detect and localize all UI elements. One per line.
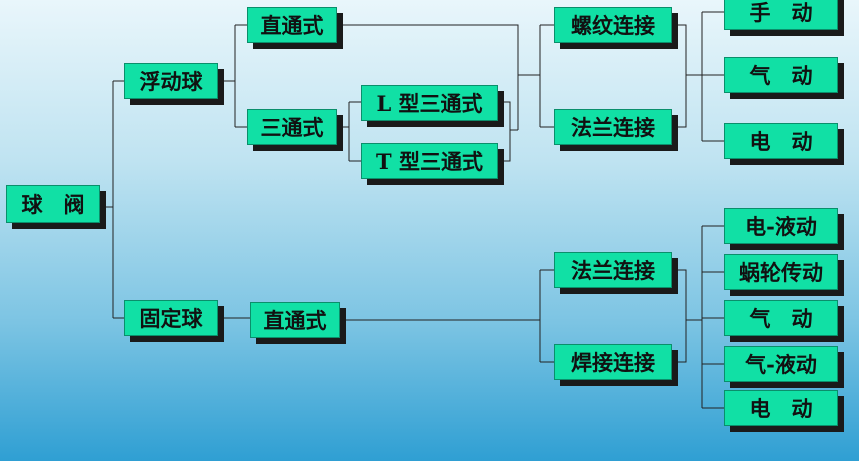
node-three-way: 三通式: [247, 109, 337, 145]
node-pneumo-hydraulic: 气-液动: [724, 346, 838, 382]
node-flange-connection-top: 法兰连接: [554, 109, 672, 145]
connector-act-bottom-in: [672, 269, 702, 363]
node-floating-ball: 浮动球: [124, 63, 218, 99]
node-thread-connection: 螺纹连接: [554, 7, 672, 43]
node-flange-connection-bottom: 法兰连接: [554, 252, 672, 288]
node-electric-top: 电 动: [724, 123, 838, 159]
node-manual: 手 动: [724, 0, 838, 30]
connector-act-bottom: [701, 225, 724, 409]
connector-straight-bottom: [340, 269, 554, 363]
node-straight-bottom: 直通式: [250, 302, 340, 338]
node-pneumatic-top: 气 动: [724, 57, 838, 93]
node-l-three-way: L 型三通式: [361, 85, 498, 121]
node-electric-bottom: 电 动: [724, 390, 838, 426]
node-worm-gear: 蜗轮传动: [724, 254, 838, 290]
connector-act-top-in: [672, 24, 702, 128]
node-pneumatic-bottom: 气 动: [724, 300, 838, 336]
connector-conn-top: [518, 24, 554, 128]
connector-act-top: [701, 11, 724, 142]
node-weld-connection: 焊接连接: [554, 344, 672, 380]
connector-root: [100, 80, 124, 319]
node-straight-top: 直通式: [247, 7, 337, 43]
node-t-three-way: T 型三通式: [361, 143, 498, 179]
node-ball-valve: 球 阀: [6, 185, 100, 223]
connector-lt-right: [498, 75, 519, 162]
node-fixed-ball: 固定球: [124, 300, 218, 336]
connector-straight-top: [337, 24, 519, 75]
node-electro-hydraulic: 电-液动: [724, 208, 838, 244]
connector-floating: [218, 24, 247, 128]
connector-three-way: [337, 101, 361, 162]
